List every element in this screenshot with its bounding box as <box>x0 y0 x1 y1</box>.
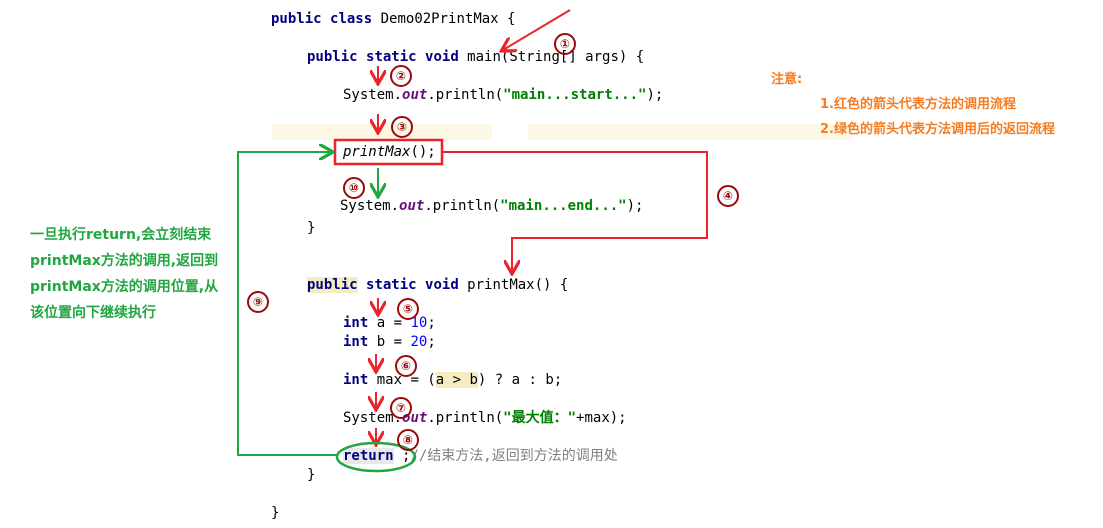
code-close-main: } <box>307 220 316 236</box>
code-print-end: System.out.println("main...end..."); <box>340 197 643 215</box>
keyword: public <box>307 49 358 65</box>
marker-5: ⑤ <box>397 298 419 320</box>
string-literal: "main...end..." <box>500 198 627 214</box>
condition: a > b <box>435 372 478 388</box>
code-text: ); <box>646 87 664 103</box>
marker-10: ⑩ <box>343 177 365 199</box>
code-printmax-decl: public static void printMax() { <box>307 276 568 294</box>
keyword: int <box>343 315 369 331</box>
arrow-1 <box>503 9 571 50</box>
keyword: return <box>343 448 394 464</box>
marker-1: ① <box>554 33 576 55</box>
field-out: out <box>402 87 428 103</box>
marker-4: ④ <box>717 185 739 207</box>
number-literal: 20 <box>410 334 428 350</box>
note-title: 注意: <box>771 72 803 87</box>
marker-3: ③ <box>391 116 413 138</box>
call-box <box>333 138 444 166</box>
keyword: void <box>425 277 459 293</box>
code-text: ; <box>427 315 436 331</box>
keyword: static <box>366 277 417 293</box>
code-return: return ;//结束方法,返回到方法的调用处 <box>343 447 618 465</box>
method-signature: main(String[] args) { <box>458 49 645 65</box>
side-note-line-1: 一旦执行return,会立刻结束 <box>30 227 212 243</box>
code-int-max: int max = (a > b) ? a : b; <box>343 371 562 389</box>
string-literal: "最大值：" <box>503 410 577 426</box>
code-text: .println( <box>424 198 501 214</box>
code-text: ) ? a : b; <box>477 372 563 388</box>
code-class-decl: public class Demo02PrintMax { <box>271 10 515 28</box>
code-print-start: System.out.println("main...start..."); <box>343 86 663 104</box>
side-note-line-4: 该位置向下继续执行 <box>30 305 156 321</box>
return-ellipse <box>335 441 417 473</box>
note-line-2: 2.绿色的箭头代表方法调用后的返回流程 <box>820 122 1055 137</box>
code-print-max: System.out.println("最大值："+max); <box>343 409 627 427</box>
keyword: void <box>425 49 459 65</box>
code-text: max = ( <box>368 372 436 388</box>
marker-7: ⑦ <box>390 397 412 419</box>
code-text: System. <box>343 87 403 103</box>
arrow-9 <box>237 152 337 456</box>
code-call-printmax: printMax(); <box>343 143 436 161</box>
code-int-b: int b = 20; <box>343 333 436 351</box>
code-text: ; <box>393 448 411 464</box>
keyword: public <box>307 277 358 293</box>
code-text: b = <box>368 334 411 350</box>
method-signature: printMax() { <box>458 277 569 293</box>
field-out: out <box>399 198 425 214</box>
side-note-line-2: printMax方法的调用,返回到 <box>30 253 219 269</box>
side-note-line-3: printMax方法的调用位置,从 <box>30 279 219 295</box>
code-text: System. <box>343 410 403 426</box>
class-name: Demo02PrintMax { <box>372 11 516 27</box>
code-text: System. <box>340 198 400 214</box>
string-literal: "main...start..." <box>503 87 647 103</box>
marker-8: ⑧ <box>397 429 419 451</box>
code-text: .println( <box>427 410 504 426</box>
code-main-decl: public static void main(String[] args) { <box>307 48 644 66</box>
code-text: ; <box>427 334 436 350</box>
marker-6: ⑥ <box>395 355 417 377</box>
arrow-4 <box>442 151 708 272</box>
code-int-a: int a = 10; <box>343 314 436 332</box>
note-line-1: 1.红色的箭头代表方法的调用流程 <box>820 97 1016 112</box>
side-note: 一旦执行return,会立刻结束 printMax方法的调用,返回到 print… <box>30 222 230 326</box>
line-highlight <box>528 124 853 140</box>
keyword: static <box>366 49 417 65</box>
code-close-printmax: } <box>307 467 316 483</box>
marker-2: ② <box>390 65 412 87</box>
code-close-class: } <box>271 505 280 521</box>
code-text: .println( <box>427 87 504 103</box>
code-text: ); <box>626 198 644 214</box>
keyword: class <box>330 11 373 27</box>
code-text: a = <box>368 315 411 331</box>
number-literal: 10 <box>410 315 428 331</box>
keyword: public <box>271 11 322 27</box>
code-text: (); <box>410 144 436 160</box>
marker-9: ⑨ <box>247 291 269 313</box>
keyword: int <box>343 372 369 388</box>
keyword: int <box>343 334 369 350</box>
code-comment: //结束方法,返回到方法的调用处 <box>410 448 618 464</box>
code-text: +max); <box>576 410 627 426</box>
method-call: printMax <box>343 144 411 160</box>
